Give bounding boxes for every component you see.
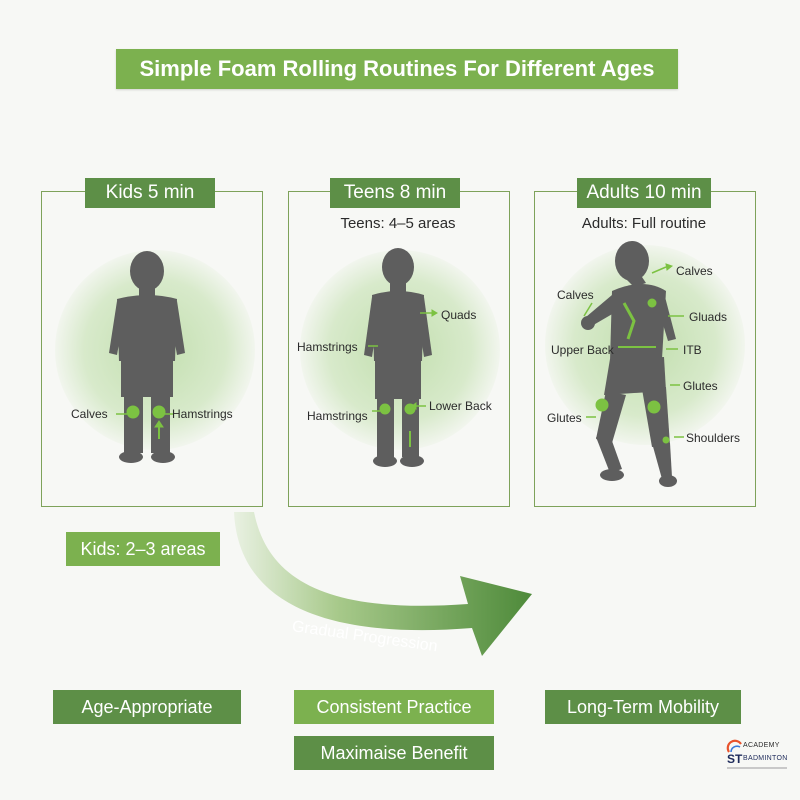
teens-silhouette (364, 248, 438, 467)
adults-annotation-glutes-left: Glutes (547, 411, 582, 425)
page-title: Simple Foam Rolling Routines For Differe… (116, 49, 678, 89)
teens-annotation-quads: Quads (441, 308, 477, 322)
long-term-mobility-tag: Long-Term Mobility (545, 690, 741, 724)
teens-panel-label: Teens 8 min (330, 178, 460, 208)
teens-annotation-lower-back: Lower Back (429, 399, 492, 413)
adults-annotation-glutes-right: Glutes (683, 379, 718, 393)
shuttlecock-icon (726, 739, 742, 753)
adults-annotation-calves-left: Calves (557, 288, 594, 302)
teens-panel-subtitle: Teens: 4–5 areas (340, 215, 456, 232)
teens-annotation-hamstrings-upper: Hamstrings (297, 340, 358, 354)
adults-annotation-calves-right: Calves (676, 264, 713, 278)
consistent-practice-tag: Consistent Practice (294, 690, 494, 724)
kids-annotation-hamstrings: Hamstrings (172, 407, 233, 421)
kids-areas-tag: Kids: 2–3 areas (66, 532, 220, 566)
maximaise-benefit-tag: Maximaise Benefit (294, 736, 494, 770)
logo-line-st: ST (727, 752, 743, 766)
kids-panel-label: Kids 5 min (85, 178, 215, 208)
logo-tagline-bar (727, 767, 787, 769)
kids-silhouette (109, 251, 185, 463)
adults-panel-label: Adults 10 min (577, 178, 711, 208)
age-appropriate-tag: Age-Appropriate (53, 690, 241, 724)
adults-annotation-itb: ITB (683, 343, 702, 357)
adults-annotation-shoulders: Shoulders (686, 431, 741, 445)
kids-annotation-calves: Calves (71, 407, 108, 421)
adults-annotation-upper-back: Upper Back (551, 343, 614, 357)
logo-line-academy: ACADEMY (743, 742, 780, 749)
academy-logo: ACADEMY ST BADMINTON (726, 739, 793, 776)
adults-panel-subtitle: Adults: Full routine (581, 215, 707, 232)
adults-silhouette (581, 241, 684, 487)
logo-line-badminton: BADMINTON (743, 755, 788, 762)
adults-annotation-gluads: Gluads (689, 310, 728, 324)
teens-annotation-hamstrings-lower: Hamstrings (307, 409, 368, 423)
